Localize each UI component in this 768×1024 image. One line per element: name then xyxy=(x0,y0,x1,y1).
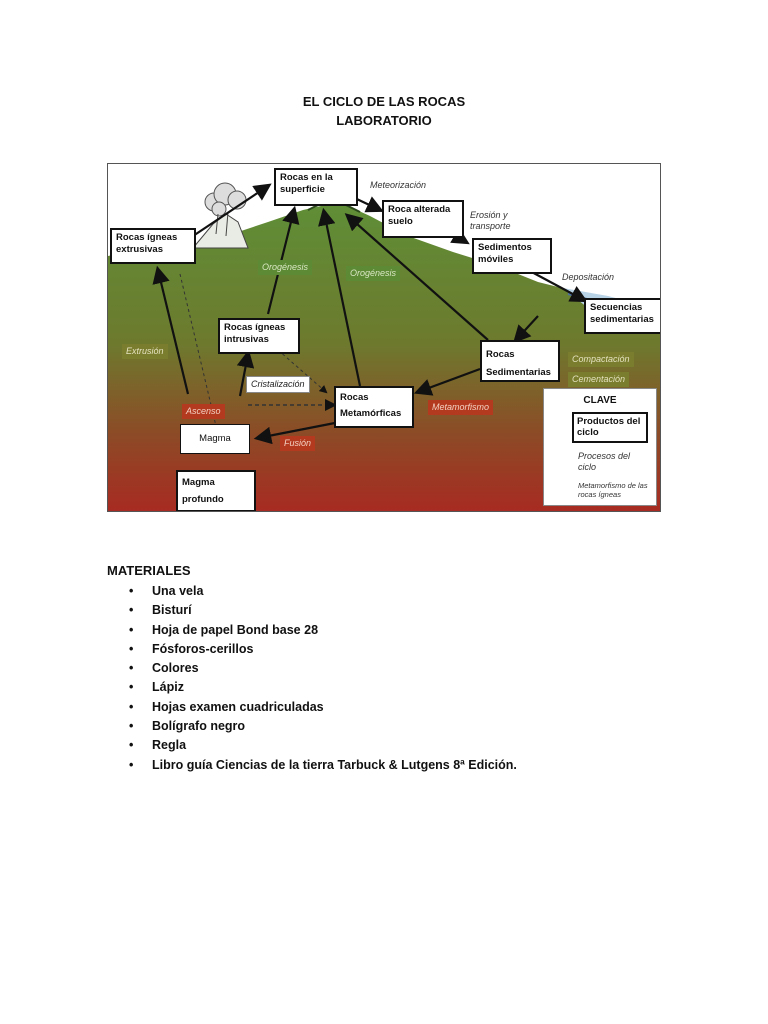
bullet-icon: • xyxy=(129,680,134,695)
rock-cycle-diagram: Rocas en la superficie Roca alterada sue… xyxy=(107,163,661,512)
document-subtitle: LABORATORIO xyxy=(336,113,432,128)
box-mobile-sediments: Sedimentos móviles xyxy=(472,238,552,274)
list-item: •Bolígrafo negro xyxy=(107,717,517,736)
bullet-icon: • xyxy=(129,699,134,714)
list-item: •Una vela xyxy=(107,582,517,601)
materials-heading: MATERIALES xyxy=(107,563,191,578)
box-metamorphic-rocks: Rocas Metamórficas xyxy=(334,386,414,428)
key-products: Productos del ciclo xyxy=(572,412,648,443)
list-item: •Libro guía Ciencias de la tierra Tarbuc… xyxy=(107,756,517,775)
bullet-icon: • xyxy=(129,738,134,753)
label-extrusion: Extrusión xyxy=(122,344,168,359)
box-sedimentary-sequences: Secuencias sedimentarias xyxy=(584,298,660,334)
materials-list: •Una vela •Bisturí •Hoja de papel Bond b… xyxy=(107,582,517,775)
label-fusion: Fusión xyxy=(280,436,316,451)
box-intrusive-igneous: Rocas ígneas intrusivas xyxy=(218,318,300,354)
box-rocks-surface: Rocas en la superficie xyxy=(274,168,358,206)
box-altered-rock: Roca alterada suelo xyxy=(382,200,464,238)
key-metamorphism: Metamorfismo de las rocas ígneas xyxy=(578,481,648,499)
label-weathering: Meteorización xyxy=(370,180,427,190)
list-item: •Hoja de papel Bond base 28 xyxy=(107,621,517,640)
label-cementation: Cementación xyxy=(568,372,630,387)
label-compaction: Compactación xyxy=(568,352,634,367)
list-item: •Regla xyxy=(107,736,517,755)
label-metamorphism: Metamorfismo xyxy=(428,400,494,415)
key-title: CLAVE xyxy=(583,395,617,406)
bullet-icon: • xyxy=(129,661,134,676)
list-item: •Fósforos-cerillos xyxy=(107,640,517,659)
box-extrusive-igneous: Rocas ígneas extrusivas xyxy=(110,228,196,264)
bullet-icon: • xyxy=(129,757,134,772)
list-item: •Hojas examen cuadriculadas xyxy=(107,698,517,717)
label-orogenesis-right: Orogénesis xyxy=(346,266,401,281)
bullet-icon: • xyxy=(129,719,134,734)
list-item: •Bisturí xyxy=(107,601,517,620)
box-sedimentary-rocks: Rocas Sedimentarias xyxy=(480,340,560,382)
label-crystallization: Cristalización xyxy=(246,376,310,393)
label-erosion: Erosión y transporte xyxy=(470,210,511,231)
bullet-icon: • xyxy=(129,603,134,618)
bullet-icon: • xyxy=(129,641,134,656)
bullet-icon: • xyxy=(129,622,134,637)
key-processes: Procesos del ciclo xyxy=(578,451,631,472)
box-magma: Magma xyxy=(180,424,250,454)
document-title: EL CICLO DE LAS ROCAS xyxy=(302,94,466,109)
list-item: •Colores xyxy=(107,659,517,678)
label-orogenesis-left: Orogénesis xyxy=(258,260,313,275)
label-ascent: Ascenso xyxy=(182,404,225,419)
bullet-icon: • xyxy=(129,584,134,598)
volcano xyxy=(191,213,249,249)
label-deposition: Depositación xyxy=(562,272,615,282)
diagram-key: CLAVE Productos del ciclo Procesos del c… xyxy=(543,388,657,506)
box-deep-magma: Magma profundo xyxy=(176,470,256,511)
list-item: •Lápiz xyxy=(107,678,517,697)
